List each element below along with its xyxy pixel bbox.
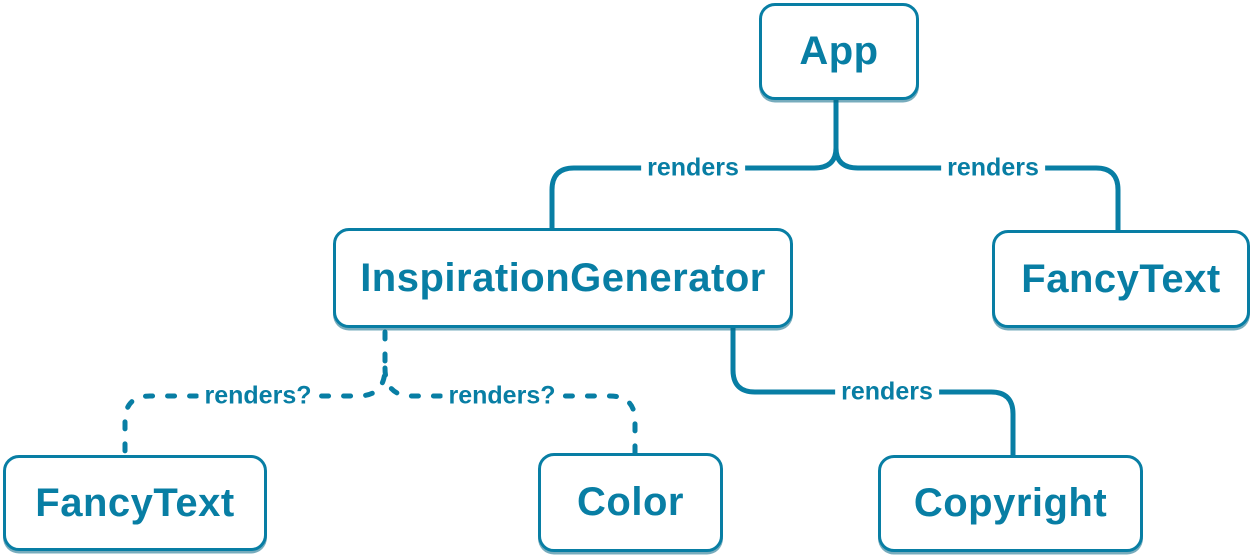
- edge-label-renders-maybe-right: renders?: [442, 382, 562, 410]
- node-fancytext-bottom-label: FancyText: [35, 480, 235, 525]
- edge-inspirationgenerator-color-dashed: [382, 365, 638, 456]
- edge-label-renders-right: renders: [941, 154, 1045, 182]
- node-app: App: [759, 3, 919, 100]
- node-inspiration-generator-label: InspirationGenerator: [360, 255, 766, 300]
- edge-label-renders-left: renders: [641, 154, 745, 182]
- node-color-label: Color: [577, 480, 684, 524]
- node-copyright: Copyright: [878, 455, 1143, 552]
- edge-label-renders-copyright: renders: [835, 378, 939, 406]
- node-inspiration-generator: InspirationGenerator: [333, 228, 793, 328]
- edge-label-renders-maybe-left: renders?: [198, 382, 318, 410]
- node-fancytext-top-label: FancyText: [1021, 256, 1221, 301]
- node-copyright-label: Copyright: [913, 481, 1108, 525]
- node-color: Color: [538, 453, 723, 552]
- node-fancytext-top: FancyText: [992, 230, 1250, 328]
- node-app-label: App: [799, 29, 879, 73]
- node-fancytext-bottom: FancyText: [3, 455, 267, 551]
